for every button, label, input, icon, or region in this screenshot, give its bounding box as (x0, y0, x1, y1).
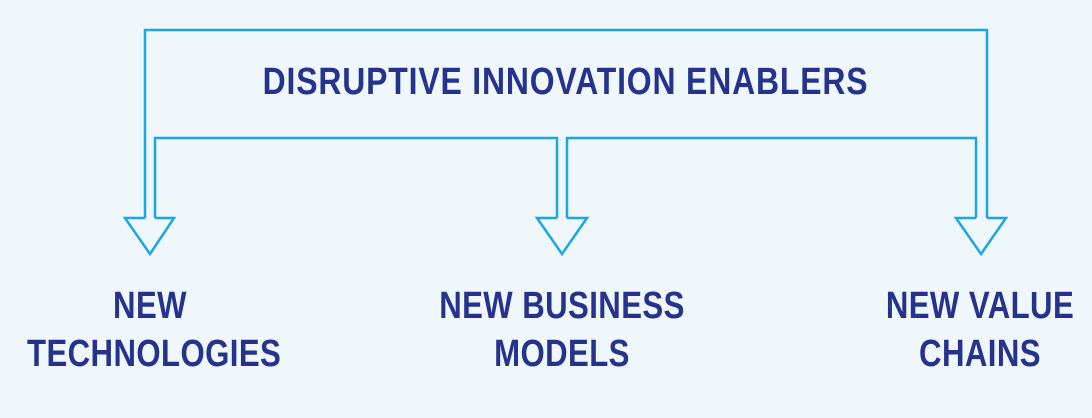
node-new-business-models: NEW BUSINESS MODELS (439, 282, 685, 378)
inner-connector-left (153, 136, 559, 218)
diagram-title: DISRUPTIVE INNOVATION ENABLERS (262, 61, 869, 103)
arrow-head-technologies-icon (122, 216, 177, 257)
node-label-line1: NEW (113, 285, 187, 327)
node-new-value-chains: NEW VALUE CHAINS (849, 282, 1092, 378)
node-label-line2: MODELS (494, 333, 630, 375)
arrow-head-value-chains-icon (953, 216, 1009, 257)
node-label-line1: NEW VALUE (885, 285, 1075, 327)
node-new-technologies: NEW TECHNOLOGIES (27, 282, 282, 378)
node-label-line2: TECHNOLOGIES (27, 333, 282, 375)
arrow-head-business-models-icon (534, 216, 590, 257)
node-label-line1: NEW BUSINESS (439, 285, 685, 327)
node-label-line2: CHAINS (919, 333, 1041, 375)
inner-connector-right (565, 136, 978, 218)
outer-connector-line (143, 28, 989, 218)
